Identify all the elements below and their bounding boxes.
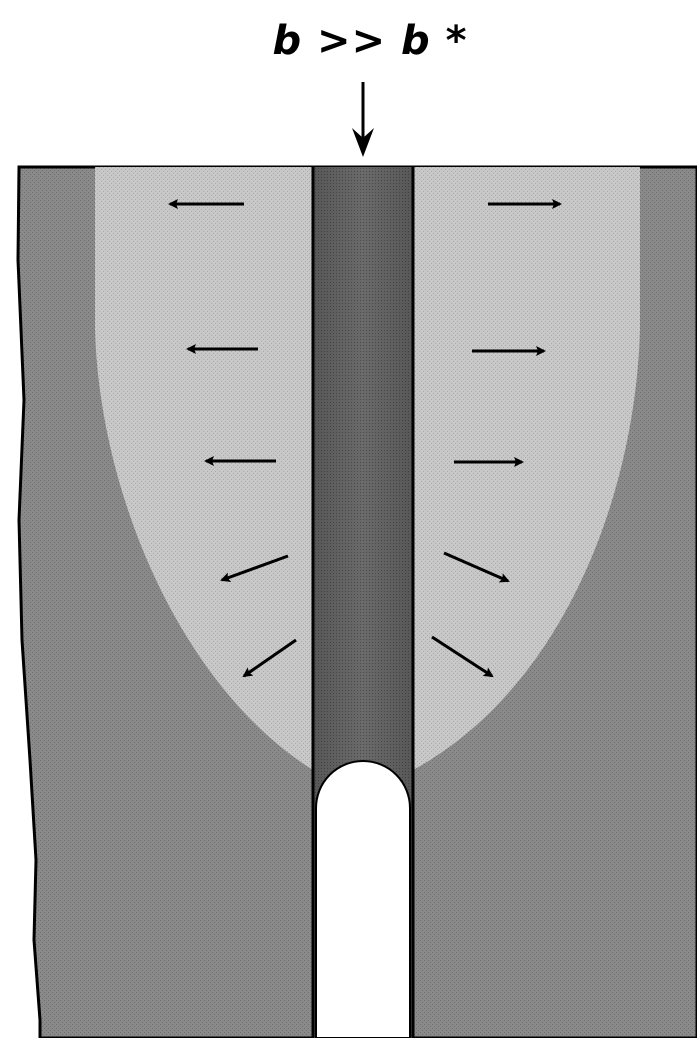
notch xyxy=(316,761,410,1038)
arrow-down-icon xyxy=(352,82,374,157)
